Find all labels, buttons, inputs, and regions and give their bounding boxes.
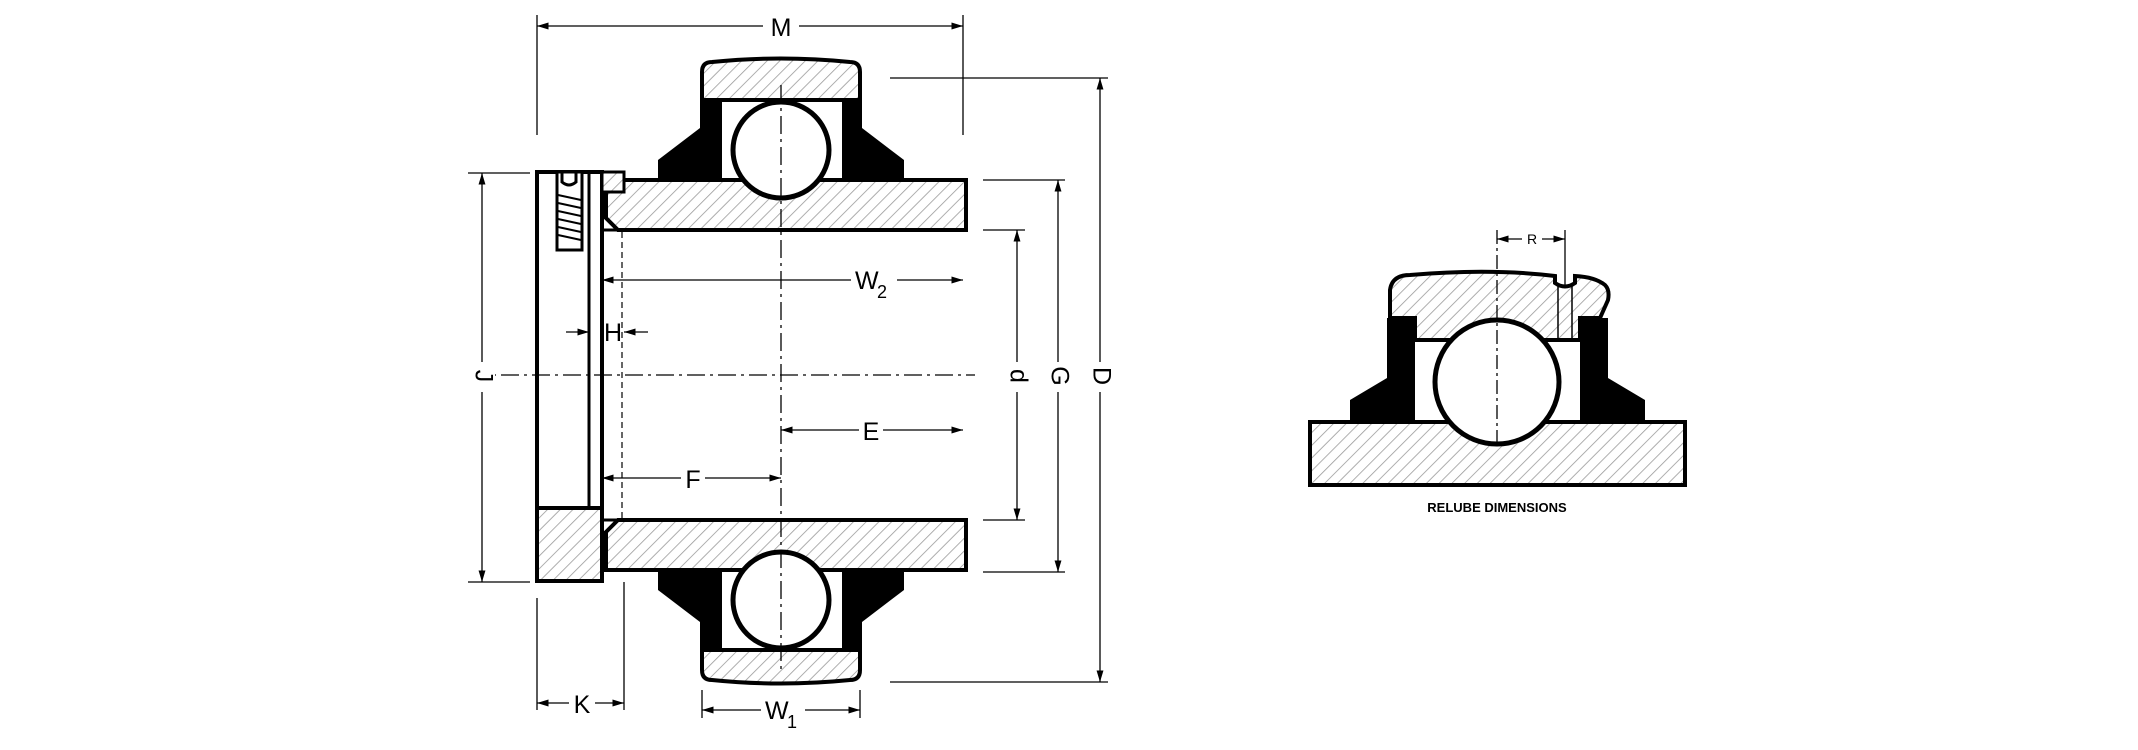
- label-W1: W: [765, 697, 789, 725]
- relube-outer-ring: [1388, 269, 1611, 342]
- label-J: J: [469, 370, 497, 383]
- label-W2-subscript: 2: [877, 282, 887, 302]
- label-M: M: [771, 14, 792, 42]
- relube-seal-left: [1350, 318, 1415, 422]
- outer-ring-top: [700, 56, 862, 102]
- label-H: H: [604, 319, 622, 347]
- seal-left-top: [658, 100, 722, 180]
- collar-lower: [535, 506, 604, 583]
- label-d: d: [1004, 369, 1032, 383]
- label-D: D: [1087, 367, 1115, 385]
- collar-lip: [600, 170, 626, 194]
- label-E: E: [863, 418, 880, 446]
- label-W1-subscript: 1: [787, 712, 797, 732]
- relube-seal-right: [1580, 318, 1645, 422]
- label-G: G: [1045, 366, 1073, 385]
- seal-right-top: [842, 100, 904, 180]
- seal-left-bottom: [658, 570, 722, 650]
- label-R: R: [1527, 231, 1537, 247]
- inner-ring-bottom: [604, 518, 968, 572]
- seal-right-bottom: [842, 570, 904, 650]
- label-F: F: [685, 466, 700, 494]
- relube-caption: RELUBE DIMENSIONS: [1427, 500, 1567, 515]
- label-K: K: [574, 691, 591, 719]
- relube-detail-view: R RELUBE DIMENSIONS: [1308, 228, 1687, 515]
- main-section-view: M D G d J W 2 E F H K W 1: [468, 12, 1115, 735]
- label-W2: W: [855, 267, 879, 295]
